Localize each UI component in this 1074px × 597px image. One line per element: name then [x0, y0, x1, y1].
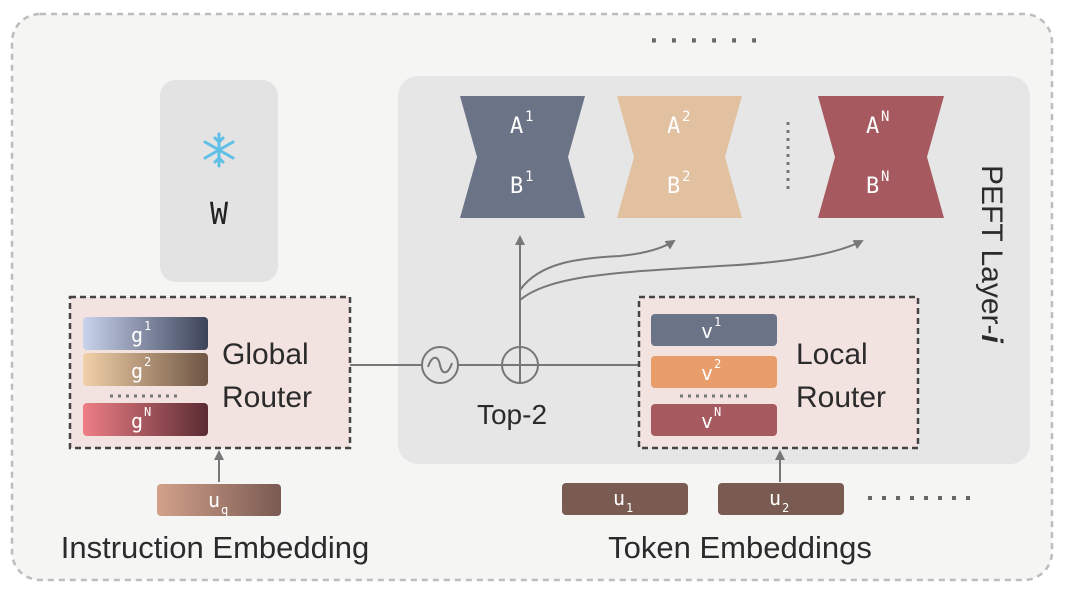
expert-n-b-label: B	[866, 174, 879, 199]
token-u1: u 1	[562, 483, 688, 515]
expert-2-a-label: A	[667, 114, 680, 139]
gate-g2-base: g	[131, 359, 143, 383]
frozen-weight-block: W	[160, 80, 278, 282]
expert-n-a-label: A	[866, 114, 879, 139]
local-router: v 1 v 2 v N Local Router	[637, 295, 920, 450]
instruction-token: u q	[157, 484, 281, 517]
gate-gn-base: g	[131, 409, 143, 433]
snowflake-icon	[203, 132, 235, 168]
gate-v2-base: v	[701, 361, 713, 385]
sum-operator-icon	[501, 346, 539, 384]
expert-1-a-label: A	[510, 114, 523, 139]
gate-vn-base: v	[701, 409, 713, 433]
weight-label: W	[210, 197, 229, 232]
gate-v2	[651, 356, 777, 388]
expert-n-b-index: N	[881, 169, 889, 185]
gate-g1-index: 1	[144, 319, 151, 333]
expert-2-b-label: B	[667, 174, 680, 199]
instruction-token-base: u	[208, 488, 220, 512]
gate-g2	[83, 353, 208, 386]
token-u1-base: u	[613, 486, 625, 510]
token-u2: u 2	[718, 483, 844, 515]
global-router-title-2: Router	[222, 381, 312, 414]
gate-v1	[651, 314, 777, 346]
expert-1-a-index: 1	[525, 109, 533, 125]
local-router-title-1: Local	[796, 338, 868, 371]
gate-gn	[83, 403, 208, 436]
global-router: g 1 g 2 g N Global Router	[68, 295, 352, 450]
expert-1-b-index: 1	[525, 169, 533, 185]
gate-g1-base: g	[131, 323, 143, 347]
peft-layer-label-var: i	[975, 335, 1008, 344]
instruction-caption: Instruction Embedding	[61, 530, 369, 565]
local-router-title-2: Router	[796, 381, 886, 414]
tokens-caption: Token Embeddings	[608, 530, 872, 565]
token-u2-base: u	[769, 486, 781, 510]
topk-operator-icon	[421, 346, 459, 384]
svg-text:PEFT Layer-i: PEFT Layer-i	[975, 165, 1008, 344]
expert-n: A N B N	[818, 96, 944, 218]
gate-g2-index: 2	[144, 355, 151, 369]
expert-2-b-index: 2	[682, 169, 690, 185]
expert-1: A 1 B 1	[460, 96, 585, 218]
token-u2-index: 2	[782, 501, 789, 515]
peft-layer-label: PEFT Layer-i	[975, 165, 1008, 344]
gate-gn-index: N	[144, 405, 151, 419]
topk-label: Top-2	[477, 399, 547, 430]
gate-v2-index: 2	[714, 357, 721, 371]
gate-vn	[651, 404, 777, 436]
expert-1-b-label: B	[510, 174, 523, 199]
gate-g1	[83, 317, 208, 350]
expert-n-a-index: N	[881, 109, 889, 125]
expert-2-a-index: 2	[682, 109, 690, 125]
top-ellipsis: · · · · · ·	[650, 29, 760, 54]
gate-v1-base: v	[701, 319, 713, 343]
routing-arrows	[515, 235, 864, 347]
token-u1-index: 1	[626, 501, 633, 515]
global-router-title-1: Global	[222, 338, 309, 371]
gate-v1-index: 1	[714, 315, 721, 329]
gate-vn-index: N	[714, 405, 721, 419]
expert-2: A 2 B 2	[617, 96, 742, 218]
peft-layer-label-prefix: PEFT Layer-	[975, 165, 1008, 335]
instruction-token-index: q	[221, 503, 228, 517]
